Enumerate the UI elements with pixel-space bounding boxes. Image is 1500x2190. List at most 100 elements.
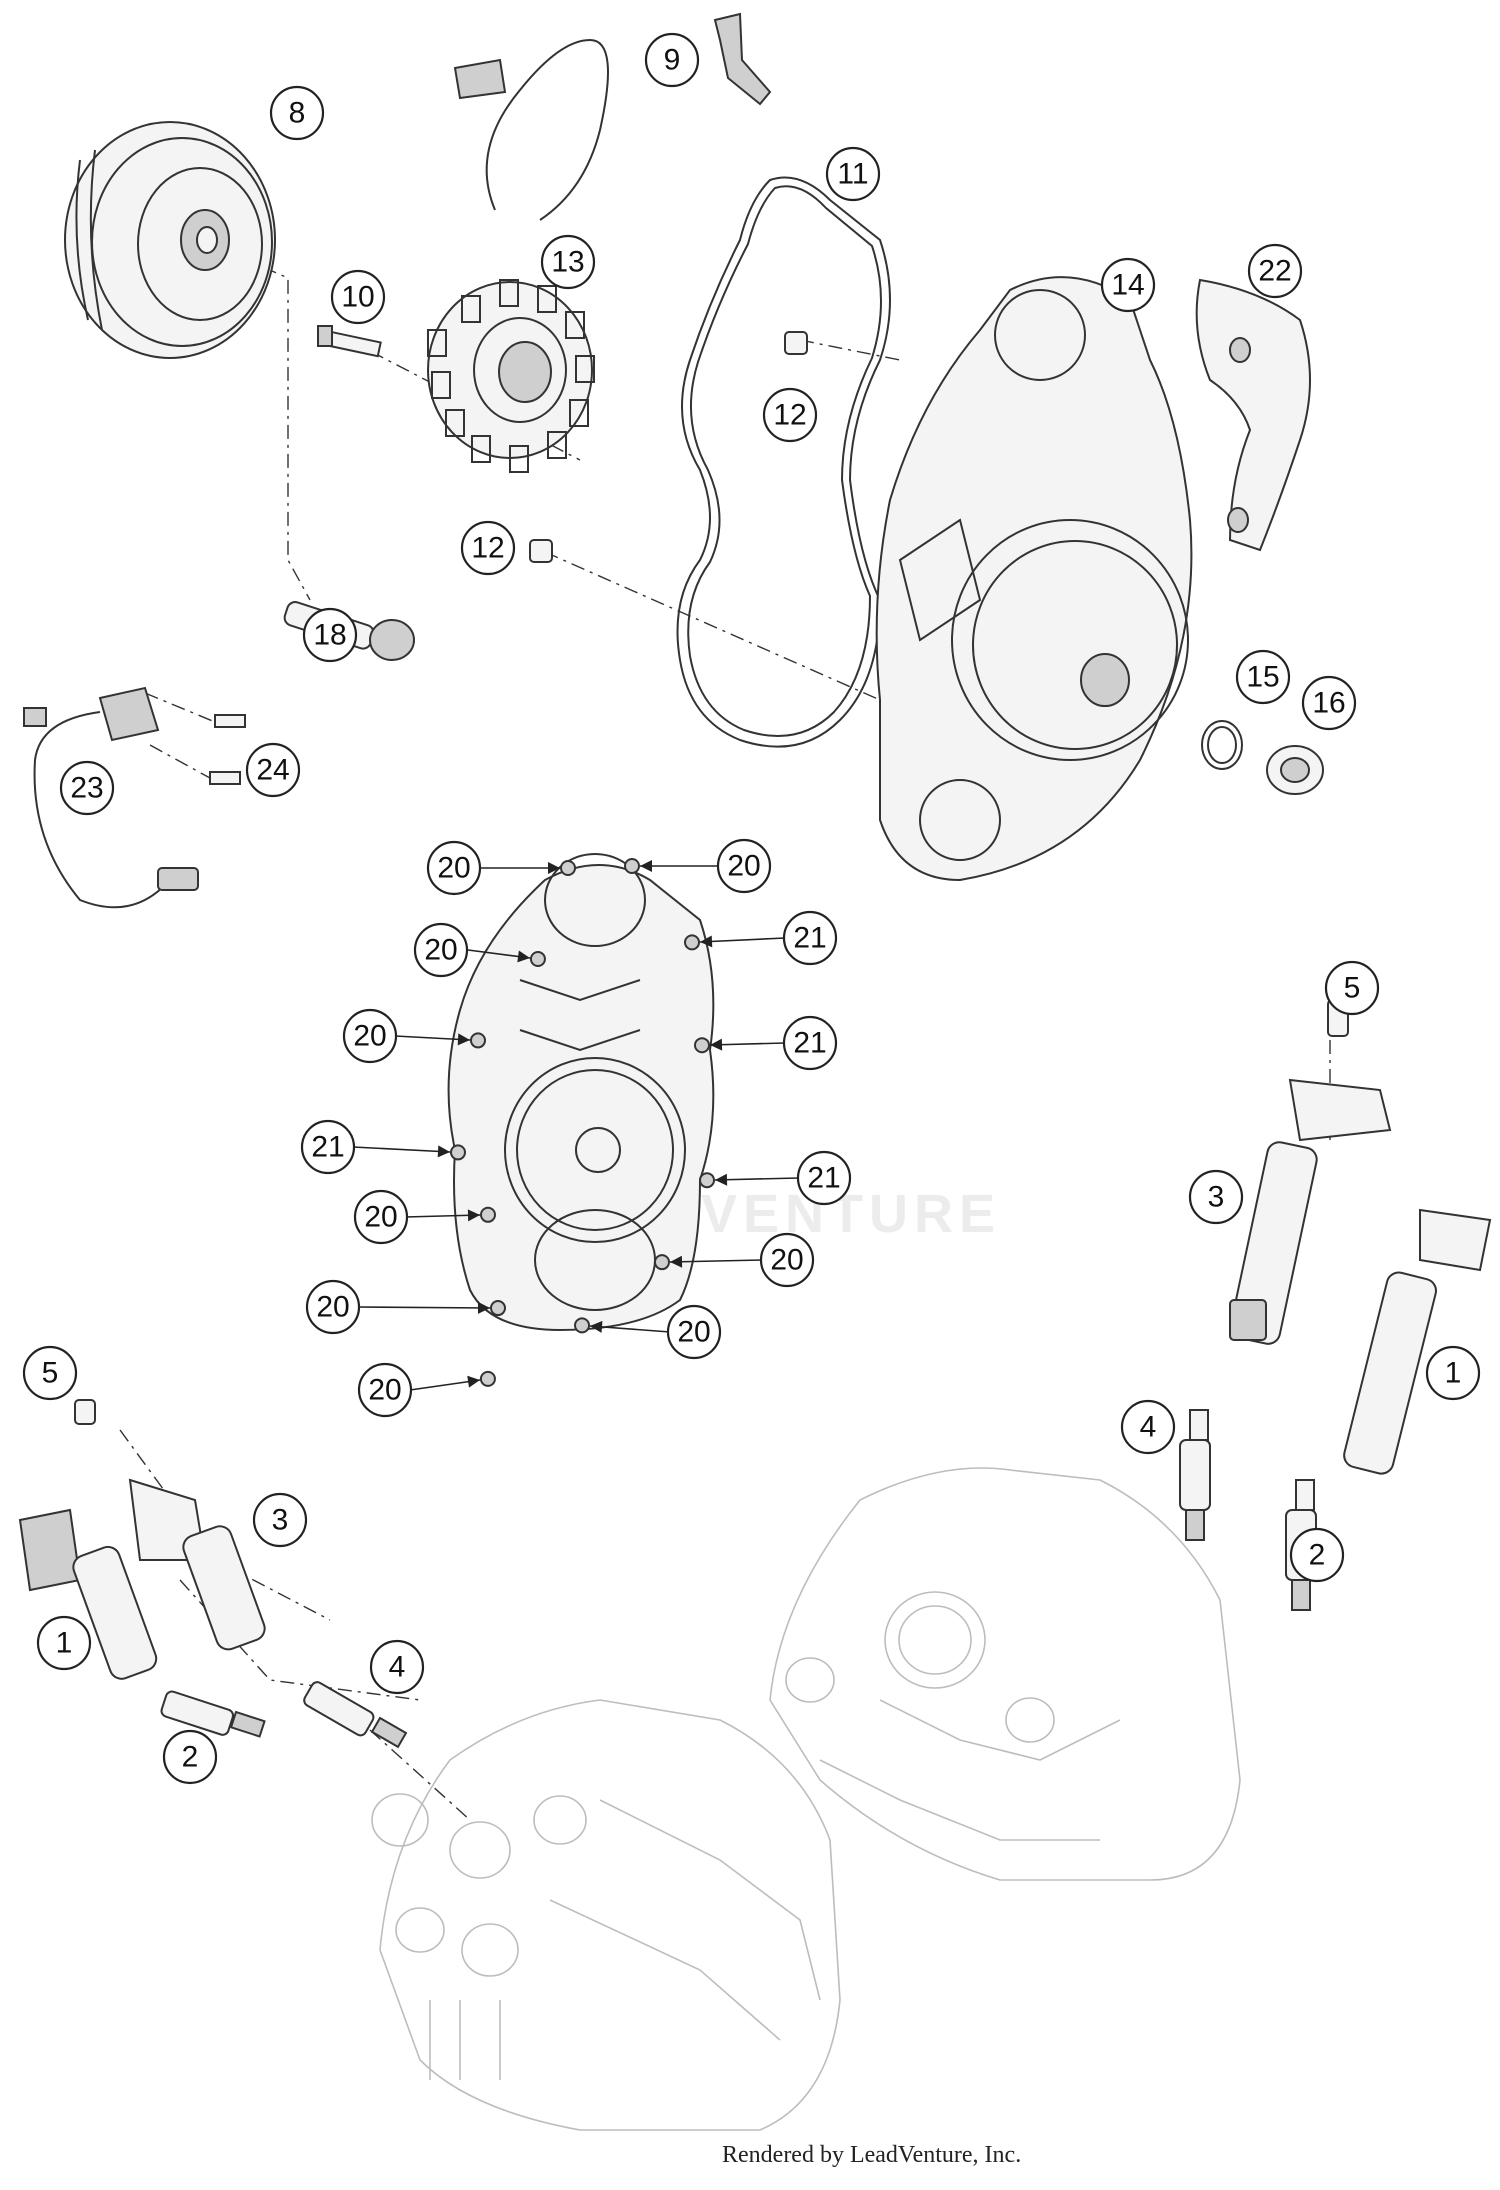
callout-20: 20 [342,1008,398,1064]
callout-21: 21 [782,910,838,966]
spark-plug-right-upper [1179,1409,1211,1541]
callout-circle [1100,257,1156,313]
callout-circle [644,32,700,88]
clip-part [713,12,772,106]
callout-21: 21 [796,1150,852,1206]
bolt-arrow-head [517,950,530,963]
callout-label: 1 [56,1627,73,1660]
callout-circle [460,520,516,576]
bolt-arrow-head [700,935,713,948]
callout-9: 9 [644,32,700,88]
callout-label: 20 [316,1291,349,1324]
callout-label: 9 [664,44,681,77]
spark-plug-left-lower [160,1690,266,1738]
callout-14: 14 [1100,257,1156,313]
callout-4: 4 [1120,1399,1176,1455]
callout-label: 20 [770,1244,803,1277]
bolt-arrow [394,1035,471,1041]
callout-circle [1324,960,1380,1016]
spark-plug-left-upper [303,1681,408,1749]
callout-8: 8 [269,85,325,141]
bolt-arrow [404,1214,481,1218]
bolt-head [479,1370,496,1387]
callout-5: 5 [1324,960,1380,1016]
callout-circle [540,234,596,290]
bolt-head [489,1300,506,1317]
bolt-arrow-head [710,1038,723,1051]
callout-label: 21 [793,1027,826,1060]
callout-circle [762,387,818,443]
callout-circle [759,1232,815,1288]
callout-20: 20 [716,838,772,894]
bolt-head [694,1037,711,1054]
bolt-arrow-head [467,1209,480,1222]
callout-circle [1120,1399,1176,1455]
ignition-coil-right-upper [1229,999,1392,1345]
bolt-head [684,934,701,951]
callout-label: 23 [70,772,103,805]
bolt-arrow-head [457,1033,470,1046]
bolt-arrow [669,1259,763,1263]
callout-3: 3 [1188,1169,1244,1225]
callout-label: 20 [353,1020,386,1053]
callout-label: 11 [837,158,868,191]
callout-21: 21 [782,1015,838,1071]
bolt-head [469,1032,486,1049]
callout-label: 21 [311,1131,344,1164]
callout-label: 20 [368,1374,401,1407]
gasket [676,176,891,748]
callout-circle [666,1304,722,1360]
callout-20: 20 [413,922,469,978]
bolt-arrow-head [467,1375,480,1388]
callout-circle [1235,649,1291,705]
bolt-arrow [352,1146,451,1153]
callout-label: 15 [1246,661,1279,694]
callout-circle [59,760,115,816]
cylinder-head-rear [769,1467,1241,1881]
callout-label: 2 [182,1741,199,1774]
bolt-arrows [352,858,800,1391]
callout-label: 20 [437,852,470,885]
callout-20: 20 [357,1362,413,1418]
callout-circle [1301,675,1357,731]
callout-label: 4 [389,1651,406,1684]
callout-circle [22,1345,78,1401]
bolt-arrow [589,1325,671,1333]
inner-engine-cover [447,853,715,1332]
callout-label: 8 [289,97,306,130]
callout-2: 2 [1289,1527,1345,1583]
callout-12: 12 [762,387,818,443]
callout-circle [1188,1169,1244,1225]
callout-label: 3 [1208,1181,1225,1214]
callout-circle [357,1362,413,1418]
callout-label: 14 [1111,269,1144,302]
callout-label: 3 [272,1504,289,1537]
o-ring-and-plug [1201,720,1324,795]
callout-circle [300,1119,356,1175]
callout-circle [426,840,482,896]
ignition-coil-left-upper [74,1399,266,1651]
callout-label: 1 [1445,1357,1462,1390]
callout-label: 4 [1140,1411,1157,1444]
callout-circle [302,607,358,663]
callout-20: 20 [759,1232,815,1288]
bolt-head [560,860,576,876]
callout-20: 20 [426,840,482,896]
callout-label: 13 [551,246,584,279]
callout-circle [413,922,469,978]
callout-circle [825,146,881,202]
callout-circle [1289,1527,1345,1583]
callout-circle [369,1639,425,1695]
callout-2: 2 [162,1729,218,1785]
callout-3: 3 [252,1492,308,1548]
callout-label: 21 [793,922,826,955]
callout-label: 24 [256,754,289,787]
callout-5: 5 [22,1345,78,1401]
callout-circle [353,1189,409,1245]
callout-circle [796,1150,852,1206]
callout-label: 12 [471,532,504,565]
bolt-arrow-head [477,1301,490,1314]
callout-circle [36,1615,92,1671]
sensor-with-cable [23,686,246,909]
